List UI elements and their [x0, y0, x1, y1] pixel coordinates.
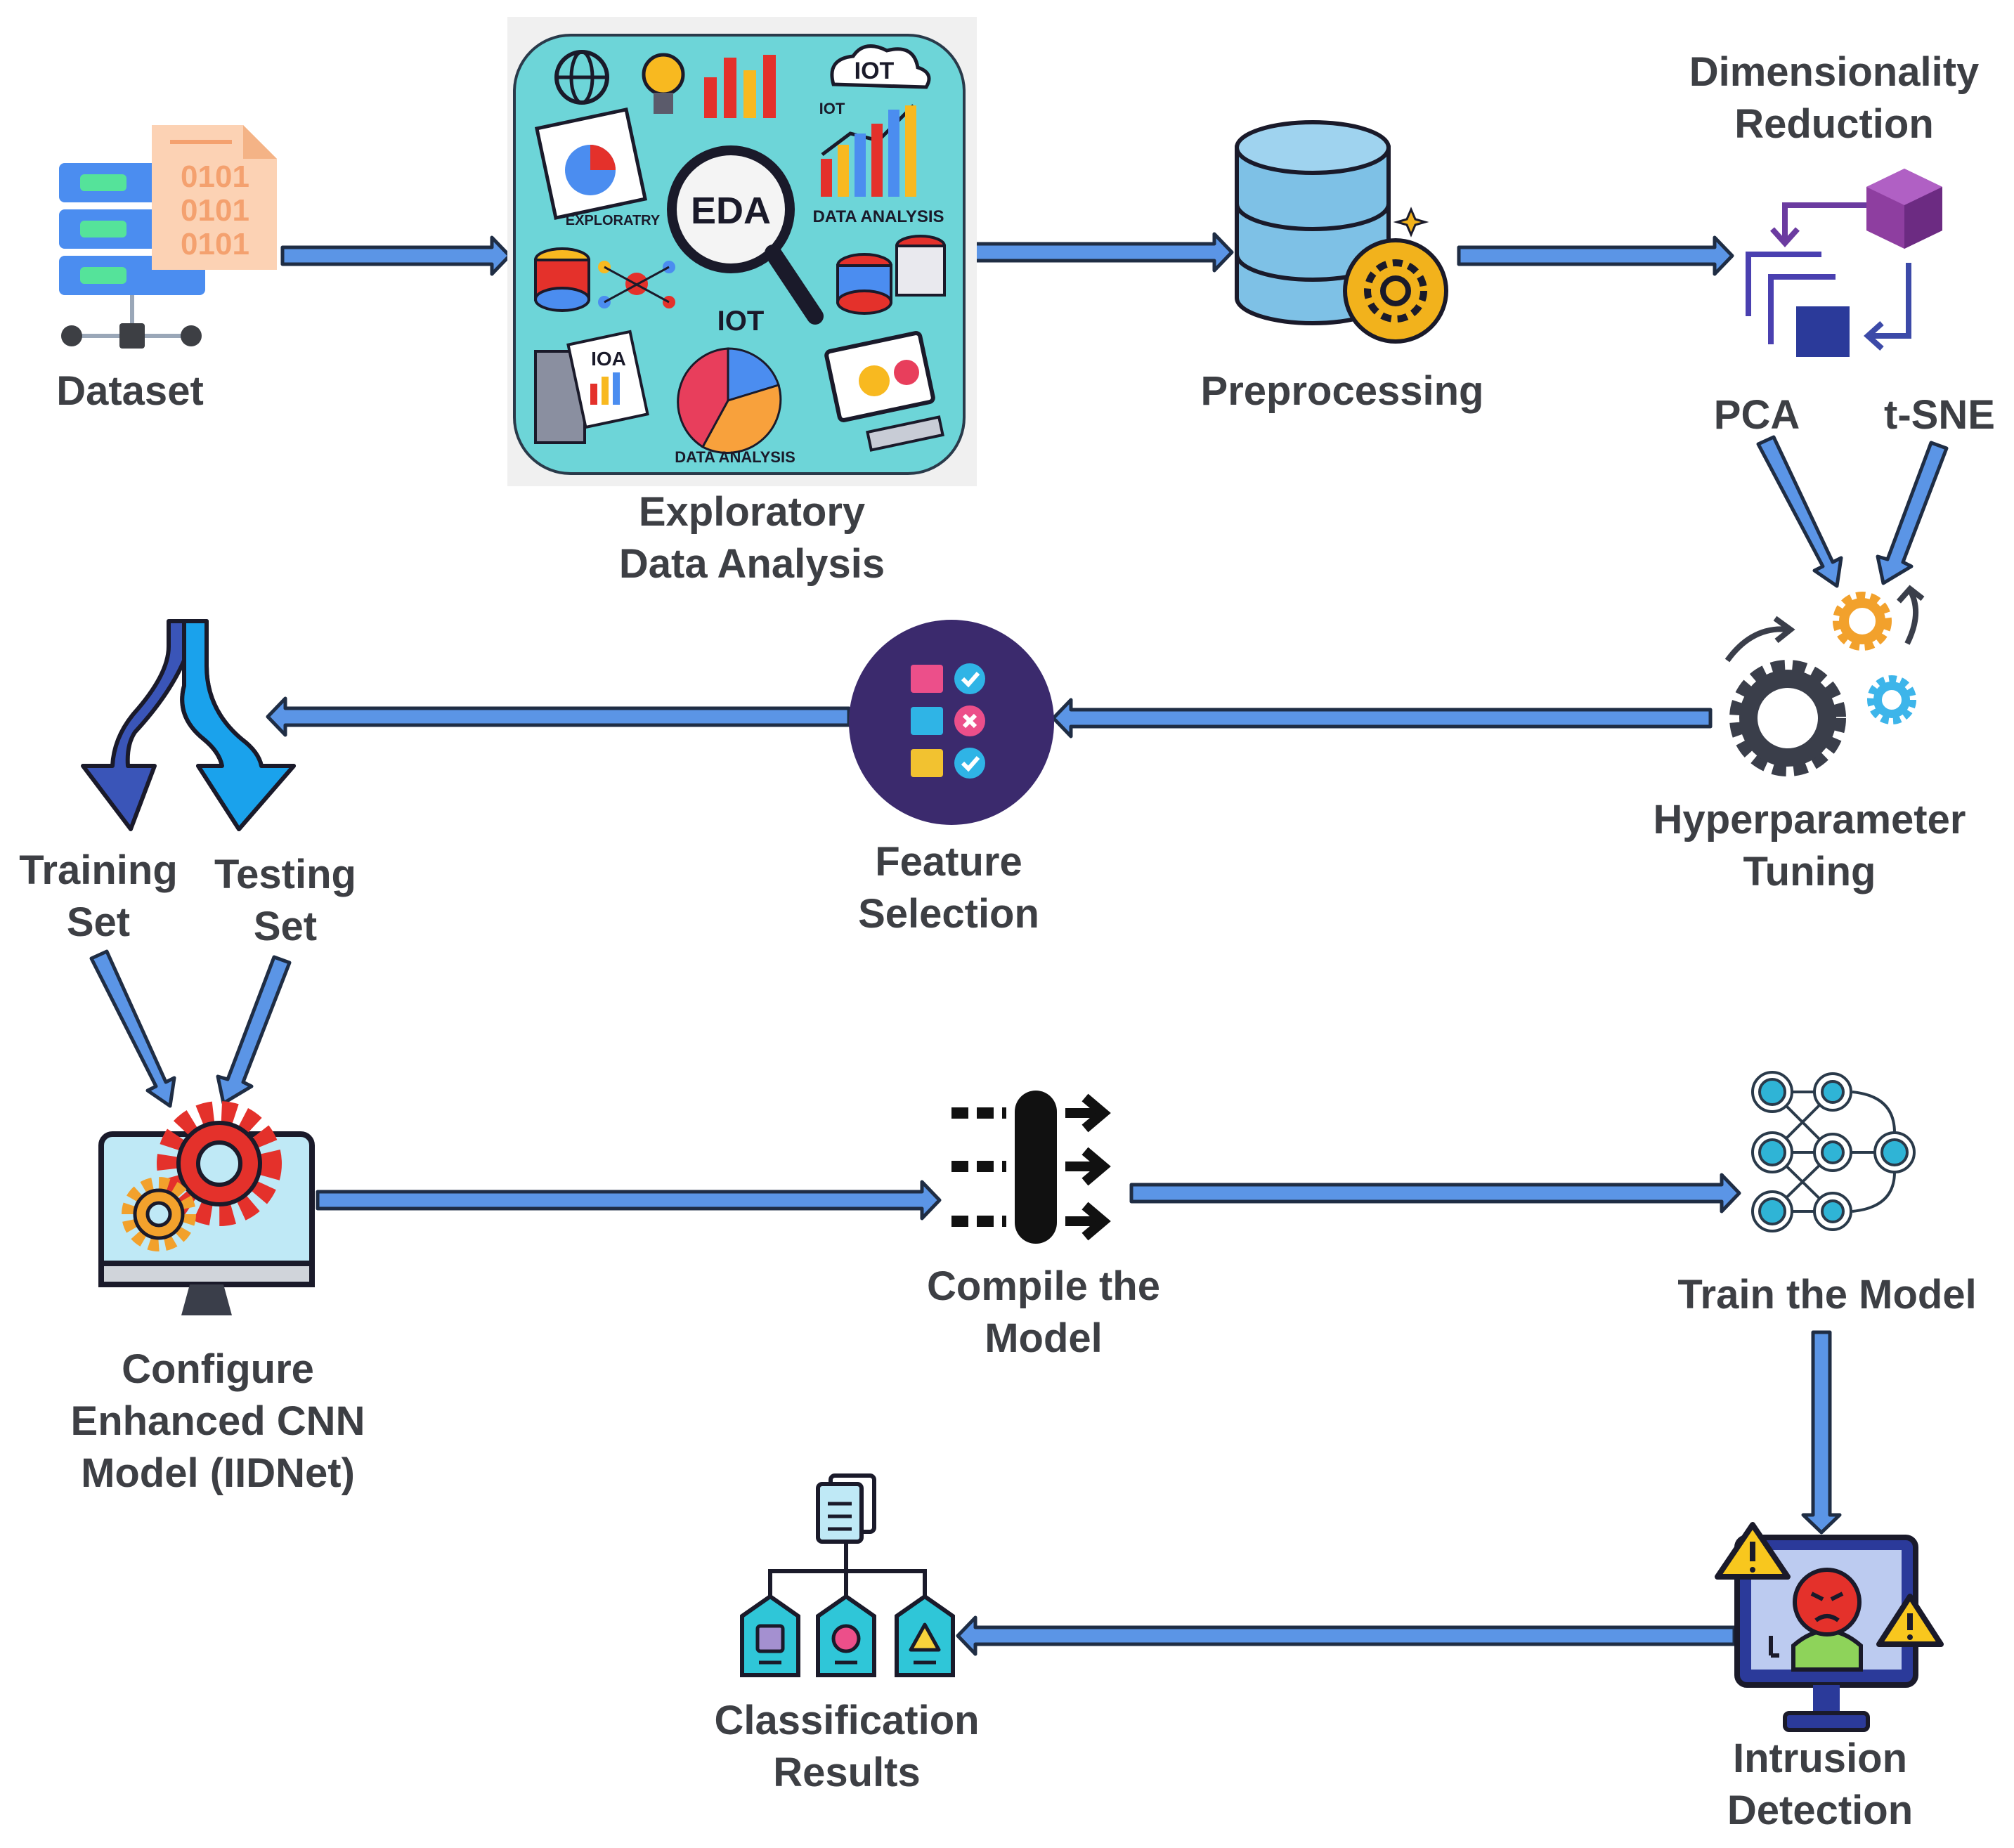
eda-center-text: EDA — [691, 190, 771, 232]
testing-set-label: Testing Set — [194, 849, 377, 953]
arrow-train-to-intrusion — [1801, 1330, 1842, 1535]
dataset-label-text: Dataset — [56, 368, 204, 414]
server-database-icon: 0101 0101 0101 — [59, 125, 277, 349]
eda-iot-middle-text: IOT — [717, 306, 765, 337]
classification-label-line-1: Classification — [714, 1698, 980, 1743]
arrow-testing-to-cnn — [216, 955, 292, 1105]
eda-label-line-1: Exploratory — [638, 489, 866, 535]
arrows — [89, 232, 1949, 1656]
compile-label: Compile the Model — [871, 1261, 1216, 1365]
arrow-cnn-to-compile — [316, 1180, 942, 1221]
train-label: Train the Model — [1630, 1269, 2014, 1321]
tsne-label: t-SNE — [1869, 389, 2010, 441]
intrusion-label-line-2: Detection — [1727, 1788, 1914, 1833]
classification-label: Classification Results — [682, 1695, 1012, 1799]
database-gear-icon — [1235, 120, 1448, 344]
testing-set-line-1: Testing — [214, 852, 356, 897]
eda-illustration: IOT IOT DATA ANALYSIS EXPLORATRY EDA — [507, 17, 977, 486]
dim-reduction-line-1: Dimensionality — [1689, 49, 1980, 95]
cnn-label: Configure Enhanced CNN Model (IIDNet) — [28, 1343, 408, 1499]
cnn-label-line-2: Enhanced CNN — [70, 1398, 365, 1444]
binary-line-3: 0101 — [181, 227, 249, 261]
hyperparameter-label: Hyperparameter Tuning — [1630, 794, 1989, 898]
eda-iot-cloud-text: IOT — [855, 58, 895, 84]
feature-selection-label: Feature Selection — [794, 836, 1103, 940]
eda-ioa-text: IOA — [591, 348, 626, 370]
arrow-tuning-to-feature — [1051, 698, 1713, 738]
eda-iot-small-text: IOT — [819, 100, 845, 117]
eda-data-analysis-top: DATA ANALYSIS — [812, 207, 944, 226]
pca-label-text: PCA — [1713, 392, 1800, 438]
feature-selection-line-2: Selection — [858, 891, 1039, 937]
dim-reduction-label: Dimensionality Reduction — [1665, 46, 2003, 150]
eda-data-analysis-bottom: DATA ANALYSIS — [675, 448, 795, 466]
classification-label-line-2: Results — [773, 1750, 921, 1795]
training-set-line-1: Training — [19, 847, 178, 893]
hyperparameter-line-2: Tuning — [1743, 849, 1876, 894]
intrusion-label: Intrusion Detection — [1687, 1733, 1954, 1837]
compile-label-line-1: Compile the — [927, 1263, 1160, 1309]
neural-network-icon — [1751, 1071, 1916, 1232]
feature-selection-line-1: Feature — [875, 839, 1022, 885]
split-arrows-icon — [81, 619, 296, 831]
testing-set-line-2: Set — [253, 904, 318, 949]
arrow-tsne-to-tuning — [1876, 441, 1949, 585]
binary-line-1: 0101 — [181, 160, 249, 194]
arrow-training-to-cnn — [89, 949, 176, 1108]
dim-reduction-line-2: Reduction — [1734, 101, 1934, 147]
cnn-label-line-3: Model (IIDNet) — [81, 1450, 355, 1496]
pca-label: PCA — [1687, 389, 1827, 441]
arrow-intrusion-to-classification — [956, 1615, 1736, 1656]
classification-tree-icon — [740, 1473, 955, 1677]
dimensionality-reduction-icon — [1746, 169, 1942, 357]
arrow-compile-to-train — [1129, 1173, 1741, 1213]
preprocessing-label-text: Preprocessing — [1200, 368, 1484, 414]
monitor-gears-icon — [98, 1101, 315, 1315]
gears-tuning-icon — [1724, 585, 1925, 776]
hyperparameter-line-1: Hyperparameter — [1653, 797, 1966, 842]
cnn-label-line-1: Configure — [122, 1346, 314, 1392]
dataset-label: Dataset — [28, 365, 232, 417]
binary-line-2: 0101 — [181, 193, 249, 228]
checklist-icon — [849, 620, 1054, 825]
compile-label-line-2: Model — [985, 1315, 1103, 1361]
arrow-preprocessing-to-dimreduction — [1457, 235, 1734, 276]
compile-arrows-icon — [951, 1091, 1111, 1244]
arrow-pca-to-tuning — [1756, 435, 1843, 588]
preprocessing-label: Preprocessing — [1167, 365, 1518, 417]
training-set-line-2: Set — [66, 899, 131, 945]
arrow-feature-to-split — [266, 696, 851, 737]
eda-exploratry-text: EXPLORATRY — [566, 213, 661, 228]
training-set-label: Training Set — [7, 845, 190, 949]
eda-label-line-2: Data Analysis — [618, 541, 885, 587]
train-label-text: Train the Model — [1677, 1272, 1977, 1317]
eda-label: Exploratory Data Analysis — [576, 486, 928, 590]
intrusion-label-line-1: Intrusion — [1732, 1736, 1908, 1781]
intrusion-monitor-icon — [1715, 1522, 1944, 1732]
tsne-label-text: t-SNE — [1884, 392, 1995, 438]
arrow-eda-to-preprocessing — [959, 232, 1234, 273]
arrow-dataset-to-eda — [280, 235, 512, 276]
